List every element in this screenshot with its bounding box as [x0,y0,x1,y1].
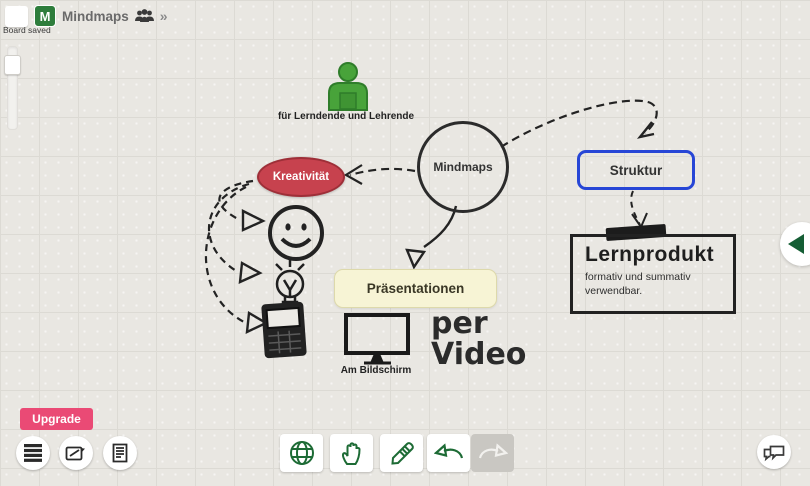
calculator-icon[interactable] [258,299,310,360]
users-icon[interactable] [134,9,154,23]
redo-icon [478,442,508,464]
upgrade-button[interactable]: Upgrade [20,408,93,430]
collapse-panel-icon [788,234,804,254]
product-title: Lernprodukt [585,243,715,266]
save-status: Board saved [3,25,51,35]
structure-node-label: Struktur [609,162,663,178]
product-subtitle: formativ und summativ verwendbar. [585,271,691,298]
presentations-node[interactable]: Präsentationen [334,269,497,308]
central-node-mindmaps[interactable]: Mindmaps [417,121,509,213]
monitor-icon[interactable] [344,313,412,365]
zoom-slider-handle[interactable] [4,55,21,75]
per-video-text[interactable]: per Video [431,308,526,370]
smiley-icon[interactable] [266,203,326,263]
zoom-slider-track[interactable] [7,46,18,130]
pan-tool-button[interactable] [330,434,373,472]
app-logo[interactable]: M [34,5,56,27]
draw-tool-button[interactable] [380,434,423,472]
menu-button[interactable] [16,436,50,470]
screen-label[interactable]: Am Bildschirm [340,365,412,376]
product-node[interactable]: Lernprodukt formativ und summativ verwen… [570,234,736,314]
undo-icon [433,442,464,464]
presentations-node-label: Präsentationen [366,281,465,296]
board-title[interactable]: Mindmaps [62,8,129,24]
collapse-panel-button[interactable] [780,222,810,266]
board-header: M Mindmaps » [5,5,168,27]
web-tool-button[interactable] [280,434,323,472]
undo-button[interactable] [427,434,470,472]
hand-icon [339,440,365,466]
redo-button [471,434,514,472]
structure-node[interactable]: Struktur [577,150,695,190]
chevron-right-icon[interactable]: » [159,8,168,24]
creativity-node[interactable]: Kreativität [257,157,345,197]
person-icon[interactable] [324,62,372,111]
menu-icon [23,444,43,462]
export-button[interactable] [59,436,93,470]
notes-icon [111,443,129,463]
export-icon [65,444,87,462]
central-node-label: Mindmaps [433,160,493,174]
chat-button[interactable] [757,435,791,469]
per-video-line1: per [431,306,488,341]
audience-label[interactable]: für Lerndende und Lehrende [277,111,415,122]
creativity-node-label: Kreativität [272,171,330,183]
chat-icon [762,443,786,462]
notes-button[interactable] [103,436,137,470]
globe-icon [289,440,315,466]
per-video-line2: Video [431,337,527,372]
home-button[interactable] [5,5,28,27]
pencil-icon [389,440,415,466]
